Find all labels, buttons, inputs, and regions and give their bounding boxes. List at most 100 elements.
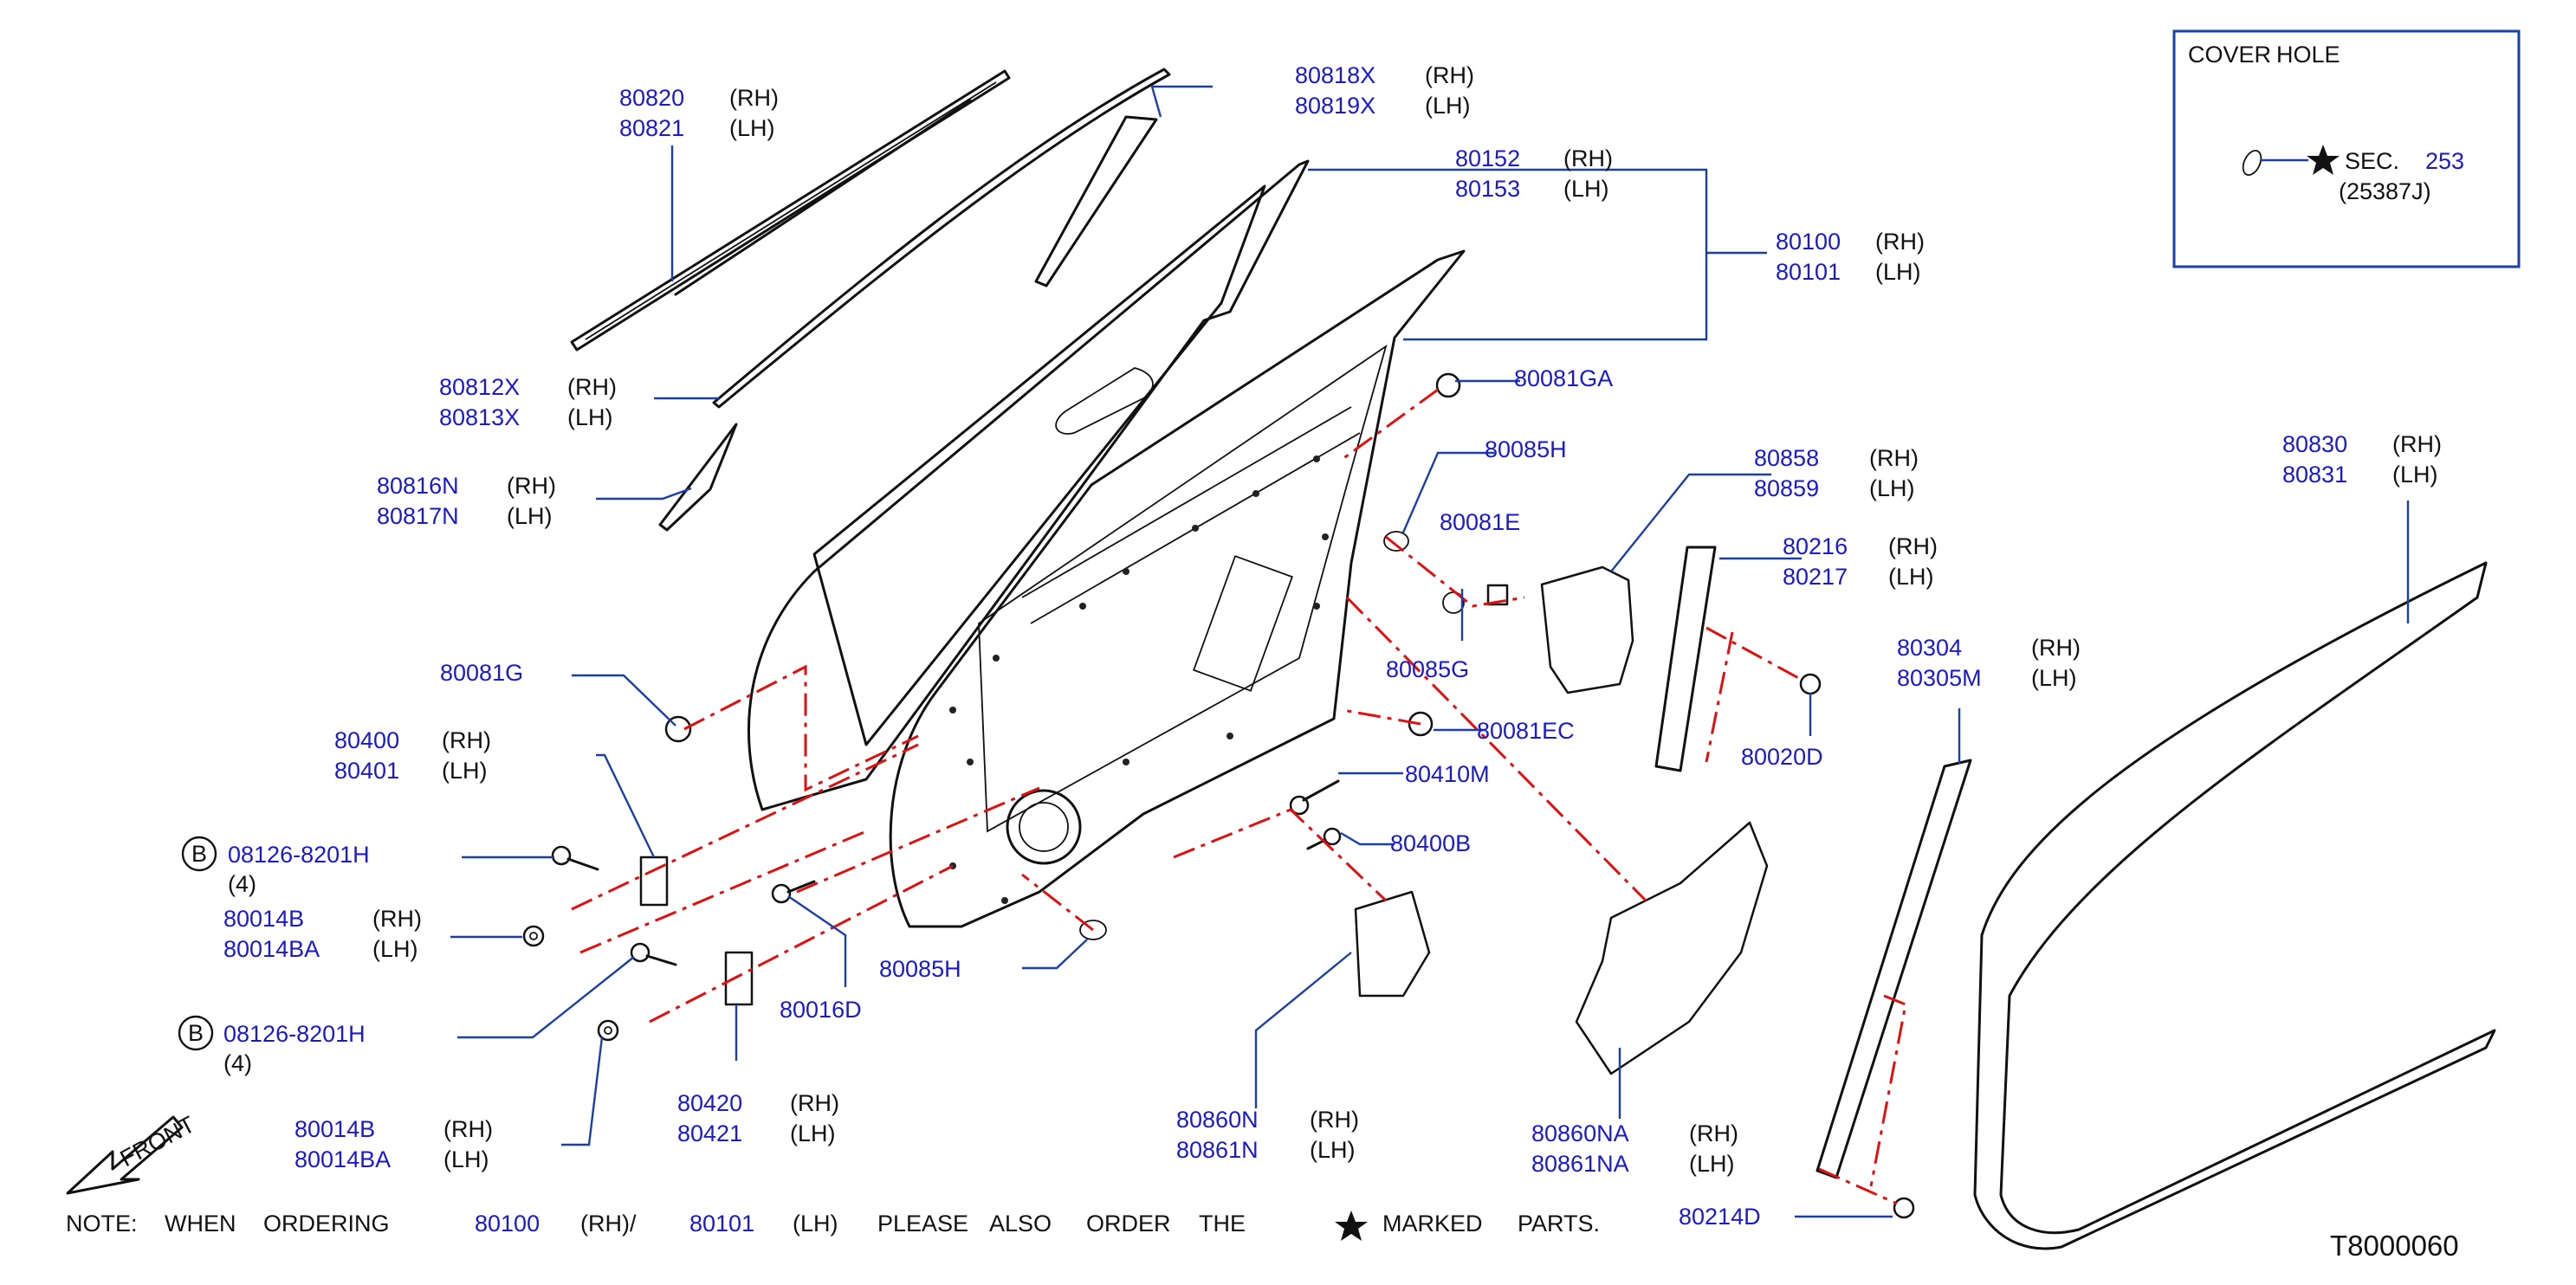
label-80858[interactable]: 80858 bbox=[1754, 445, 1819, 471]
label-80400b[interactable]: 80400B bbox=[1390, 830, 1471, 856]
svg-text:(LH): (LH) bbox=[507, 503, 553, 529]
note-link-80101[interactable]: 80101 bbox=[689, 1211, 754, 1237]
label-08126-lower[interactable]: 08126-8201H bbox=[223, 1021, 366, 1047]
label-80153[interactable]: 80153 bbox=[1455, 176, 1520, 202]
label-80081ga[interactable]: 80081GA bbox=[1514, 365, 1613, 391]
svg-text:(RH): (RH) bbox=[567, 374, 617, 400]
svg-text:(RH): (RH) bbox=[1310, 1107, 1359, 1133]
label-80016d[interactable]: 80016D bbox=[780, 997, 862, 1023]
sealing-screen-80860na bbox=[1575, 821, 1769, 1075]
label-80152[interactable]: 80152 bbox=[1455, 145, 1520, 171]
label-80014b-lower[interactable]: 80014B bbox=[294, 1116, 375, 1142]
svg-text:ORDER: ORDER bbox=[1086, 1211, 1171, 1237]
svg-text:ALSO: ALSO bbox=[989, 1211, 1052, 1237]
plug-80085h-upper bbox=[1383, 531, 1409, 552]
label-80860n[interactable]: 80860N bbox=[1176, 1107, 1259, 1133]
sec-number-link[interactable]: 253 bbox=[2425, 148, 2464, 174]
label-80304[interactable]: 80304 bbox=[1897, 635, 1962, 661]
svg-text:(LH): (LH) bbox=[567, 404, 613, 430]
svg-text:(LH): (LH) bbox=[1425, 93, 1471, 119]
svg-text:ORDERING: ORDERING bbox=[263, 1211, 390, 1237]
label-80214d[interactable]: 80214D bbox=[1679, 1204, 1761, 1230]
svg-text:(RH): (RH) bbox=[790, 1090, 839, 1116]
svg-text:B: B bbox=[191, 841, 207, 867]
label-80216[interactable]: 80216 bbox=[1783, 533, 1848, 559]
note-line: NOTE: WHEN ORDERING 80100 (RH)/ 80101 (L… bbox=[66, 1211, 1600, 1241]
qty-upper: (4) bbox=[228, 871, 256, 897]
svg-text:(RH): (RH) bbox=[1869, 445, 1919, 471]
label-80014ba-lower[interactable]: 80014BA bbox=[294, 1146, 391, 1172]
svg-text:(RH): (RH) bbox=[1425, 62, 1474, 88]
svg-text:(LH): (LH) bbox=[2392, 462, 2438, 488]
label-80818x[interactable]: 80818X bbox=[1295, 62, 1375, 88]
label-80014b-upper[interactable]: 80014B bbox=[223, 906, 304, 932]
svg-text:(LH): (LH) bbox=[443, 1146, 489, 1172]
label-80085h-lower[interactable]: 80085H bbox=[879, 956, 961, 982]
svg-text:(LH): (LH) bbox=[1888, 564, 1934, 590]
label-80861n[interactable]: 80861N bbox=[1176, 1137, 1259, 1163]
label-80085h-upper[interactable]: 80085H bbox=[1485, 436, 1567, 462]
outer-moulding bbox=[570, 69, 1011, 352]
label-80816n[interactable]: 80816N bbox=[377, 473, 459, 499]
svg-text:NOTE:: NOTE: bbox=[66, 1211, 138, 1237]
label-80100[interactable]: 80100 bbox=[1776, 229, 1841, 255]
label-80820[interactable]: 80820 bbox=[619, 85, 684, 111]
door-sash bbox=[747, 159, 1310, 811]
label-80081ec[interactable]: 80081EC bbox=[1477, 718, 1575, 744]
label-80830[interactable]: 80830 bbox=[2282, 431, 2347, 457]
front-arrow-icon bbox=[66, 1115, 184, 1195]
svg-text:(RH): (RH) bbox=[443, 1116, 493, 1142]
svg-text:(LH): (LH) bbox=[793, 1211, 838, 1237]
clip-80081e bbox=[1486, 584, 1509, 606]
part-labels: 80820 (RH) 80821 (LH) 80818X (RH) 80819X… bbox=[116, 62, 2442, 1230]
label-80085g[interactable]: 80085G bbox=[1386, 656, 1469, 682]
label-80401[interactable]: 80401 bbox=[334, 758, 399, 784]
label-80831[interactable]: 80831 bbox=[2282, 462, 2347, 488]
hole-title: HOLE bbox=[2276, 42, 2340, 68]
label-80020d[interactable]: 80020D bbox=[1741, 744, 1823, 770]
label-80421[interactable]: 80421 bbox=[677, 1120, 742, 1146]
bolt-08126-upper-icon bbox=[551, 845, 599, 871]
label-80861na[interactable]: 80861NA bbox=[1531, 1151, 1629, 1177]
svg-text:(RH): (RH) bbox=[2392, 431, 2442, 457]
sash-corner-piece bbox=[658, 423, 738, 532]
label-80400[interactable]: 80400 bbox=[334, 727, 399, 753]
svg-text:PARTS.: PARTS. bbox=[1518, 1211, 1600, 1237]
svg-text:(LH): (LH) bbox=[2031, 665, 2077, 691]
label-80410m[interactable]: 80410M bbox=[1405, 761, 1490, 787]
diagram-code: T8000060 bbox=[2330, 1230, 2459, 1262]
screw-80020d bbox=[1799, 673, 1822, 695]
plug-80085h-lower bbox=[1079, 920, 1107, 940]
label-80819x[interactable]: 80819X bbox=[1295, 93, 1375, 119]
bolt-08126-lower-icon bbox=[630, 942, 677, 966]
label-80081e[interactable]: 80081E bbox=[1440, 509, 1520, 535]
label-80305m[interactable]: 80305M bbox=[1897, 665, 1982, 691]
svg-text:(LH): (LH) bbox=[1310, 1137, 1356, 1163]
qty-lower: (4) bbox=[223, 1050, 252, 1076]
label-80081g[interactable]: 80081G bbox=[440, 660, 523, 686]
label-80812x[interactable]: 80812X bbox=[439, 374, 520, 400]
label-80859[interactable]: 80859 bbox=[1754, 475, 1819, 501]
svg-text:(LH): (LH) bbox=[442, 758, 488, 784]
cover-hole-box: COVER HOLE SEC. 253 (25387J) bbox=[2172, 29, 2521, 268]
label-80813x[interactable]: 80813X bbox=[439, 404, 520, 430]
label-08126-upper[interactable]: 08126-8201H bbox=[228, 842, 370, 868]
label-80420[interactable]: 80420 bbox=[677, 1090, 742, 1116]
svg-text:(LH): (LH) bbox=[372, 936, 418, 962]
svg-text:(LH): (LH) bbox=[1689, 1151, 1735, 1177]
label-80817n[interactable]: 80817N bbox=[377, 503, 459, 529]
svg-text:(RH): (RH) bbox=[442, 727, 491, 753]
svg-text:(RH): (RH) bbox=[507, 473, 556, 499]
lower-hinge bbox=[724, 951, 754, 1006]
label-80101[interactable]: 80101 bbox=[1776, 259, 1841, 285]
weatherstrip bbox=[1973, 561, 2496, 1250]
note-star-icon bbox=[1335, 1211, 1368, 1241]
note-link-80100[interactable]: 80100 bbox=[475, 1211, 540, 1237]
label-80014ba-upper[interactable]: 80014BA bbox=[223, 936, 320, 962]
label-80217[interactable]: 80217 bbox=[1783, 564, 1848, 590]
svg-text:(RH): (RH) bbox=[2031, 635, 2081, 661]
svg-text:PLEASE: PLEASE bbox=[877, 1211, 968, 1237]
label-80860na[interactable]: 80860NA bbox=[1531, 1120, 1629, 1146]
svg-text:(RH): (RH) bbox=[1875, 229, 1925, 255]
label-80821[interactable]: 80821 bbox=[619, 115, 684, 141]
